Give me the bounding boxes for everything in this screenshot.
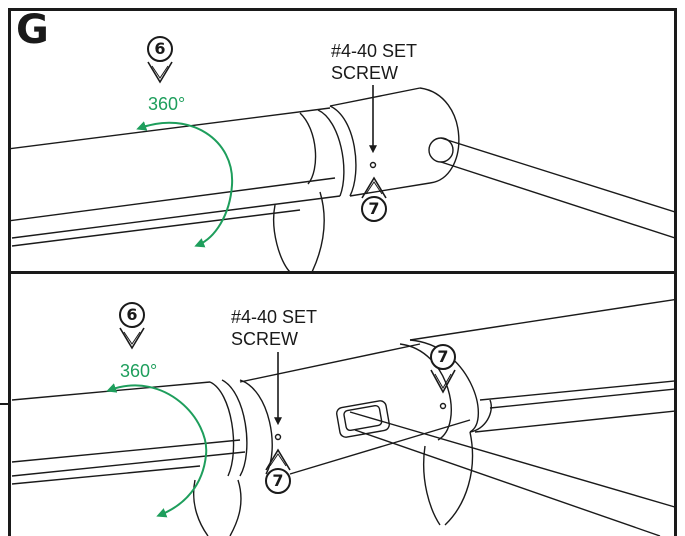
set-screw-callout-top: #4-40 SET SCREW (331, 41, 418, 83)
tighten-step-chevron-top (361, 176, 387, 199)
tighten-step-badge-top: 7 (361, 196, 387, 222)
bottom-panel-parts (11, 298, 675, 536)
second-screw-chevron-bottom (430, 369, 456, 394)
tighten-step-chevron-bottom (265, 448, 291, 471)
rotate-step-chevron-bottom (119, 327, 145, 350)
rotation-label-top: 360° (148, 94, 186, 114)
step-letter: G (16, 7, 49, 53)
rotate-step-chevron-top (147, 61, 173, 84)
rotate-step-badge-top: 6 (147, 36, 173, 62)
second-screw-step-badge-bottom: 7 (430, 344, 456, 370)
rotation-label-bottom: 360° (120, 361, 158, 381)
top-panel-parts (11, 87, 675, 271)
rotation-arrow-bottom (106, 383, 208, 518)
tighten-step-badge-bottom: 7 (265, 468, 291, 494)
panel-top-frame (8, 8, 677, 274)
rotate-step-badge-bottom: 6 (119, 302, 145, 328)
rotation-arrow-top (136, 121, 234, 248)
set-screw-callout-bottom: #4-40 SET SCREW (231, 307, 318, 349)
